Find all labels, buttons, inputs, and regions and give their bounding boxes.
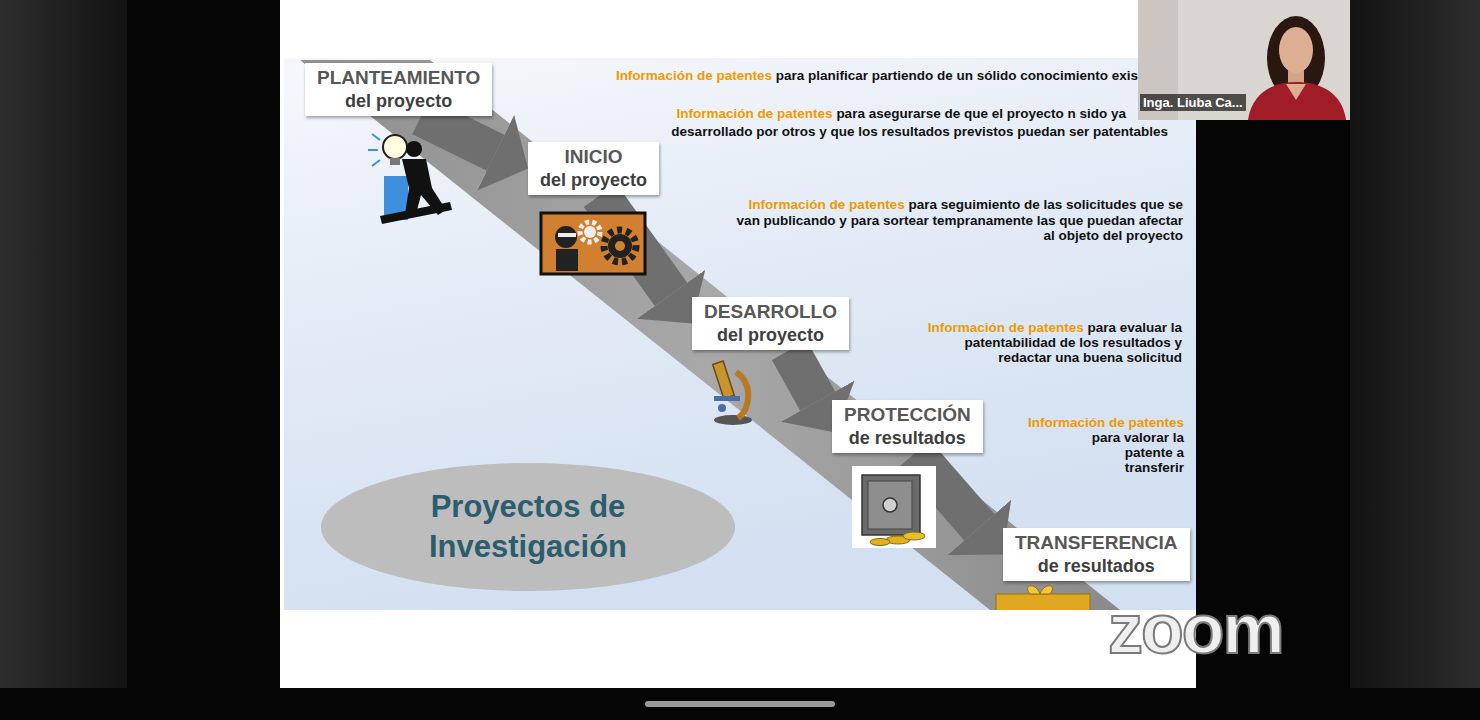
patent-note: Información de patentes para seguimiento… xyxy=(729,197,1183,244)
patent-note: Información de patentes para planificar … xyxy=(570,68,1138,84)
side-panel xyxy=(1350,0,1480,688)
slide-panel xyxy=(284,58,1196,610)
stage-heading: PROTECCIÓN xyxy=(844,403,971,427)
patent-note: Información de patentes para evaluar la … xyxy=(908,320,1182,365)
title-ellipse: Proyectos de Investigación xyxy=(320,462,736,592)
note-text: para valorar la patente a transferir xyxy=(1066,430,1184,475)
stage-subheading: del proyecto xyxy=(704,324,837,347)
patent-note: Información de patentes para asegurarse … xyxy=(648,105,1168,141)
stage-subheading: de resultados xyxy=(1015,555,1178,578)
presenter-name: Inga. Liuba Ca... xyxy=(1140,94,1246,111)
patent-note: Información de patentespara valorar la p… xyxy=(990,415,1184,475)
presenter-tag: Inga. Liuba Ca... xyxy=(1140,94,1280,112)
webcam-tile xyxy=(1138,0,1350,120)
safe-icon xyxy=(852,466,936,548)
stage-subheading: de resultados xyxy=(844,427,971,450)
highlight-text: Información de patentes xyxy=(677,106,833,121)
stage-subheading: del proyecto xyxy=(317,90,480,113)
stage-heading: PLANTEAMIENTO xyxy=(317,66,480,90)
microscope-icon xyxy=(713,361,752,425)
scroll-pill xyxy=(645,701,835,707)
stage-box: INICIOdel proyecto xyxy=(528,142,659,195)
stage-box: PROTECCIÓNde resultados xyxy=(832,400,983,453)
stage-box: DESARROLLOdel proyecto xyxy=(692,297,849,350)
highlight-text: Información de patentes xyxy=(616,68,772,83)
stage-heading: TRANSFERENCIA xyxy=(1015,531,1178,555)
slide xyxy=(280,0,1196,688)
side-panel xyxy=(0,0,127,688)
flow-arrow xyxy=(789,350,817,401)
stage-subheading: del proyecto xyxy=(540,169,647,192)
highlight-text: Información de patentes xyxy=(749,197,905,212)
stage-heading: DESARROLLO xyxy=(704,300,837,324)
highlight-text: Información de patentes xyxy=(990,415,1184,430)
flow-arrow xyxy=(421,116,496,153)
highlight-text: Información de patentes xyxy=(928,320,1084,335)
stage-heading: INICIO xyxy=(540,145,647,169)
gears-icon xyxy=(541,213,645,274)
watermark: zoom xyxy=(1108,594,1338,684)
gift-icon xyxy=(996,586,1090,610)
note-text: para planificar partiendo de un sólido c… xyxy=(776,68,1138,83)
ellipse-shape xyxy=(320,462,736,592)
stage-heading: Proyectos de Investigación xyxy=(403,487,653,568)
zoom-logo: zoom xyxy=(1108,590,1283,668)
stage-box: PLANTEAMIENTOdel proyecto xyxy=(305,63,492,116)
stage-box: TRANSFERENCIAde resultados xyxy=(1003,528,1190,581)
idea-icon xyxy=(368,134,452,224)
